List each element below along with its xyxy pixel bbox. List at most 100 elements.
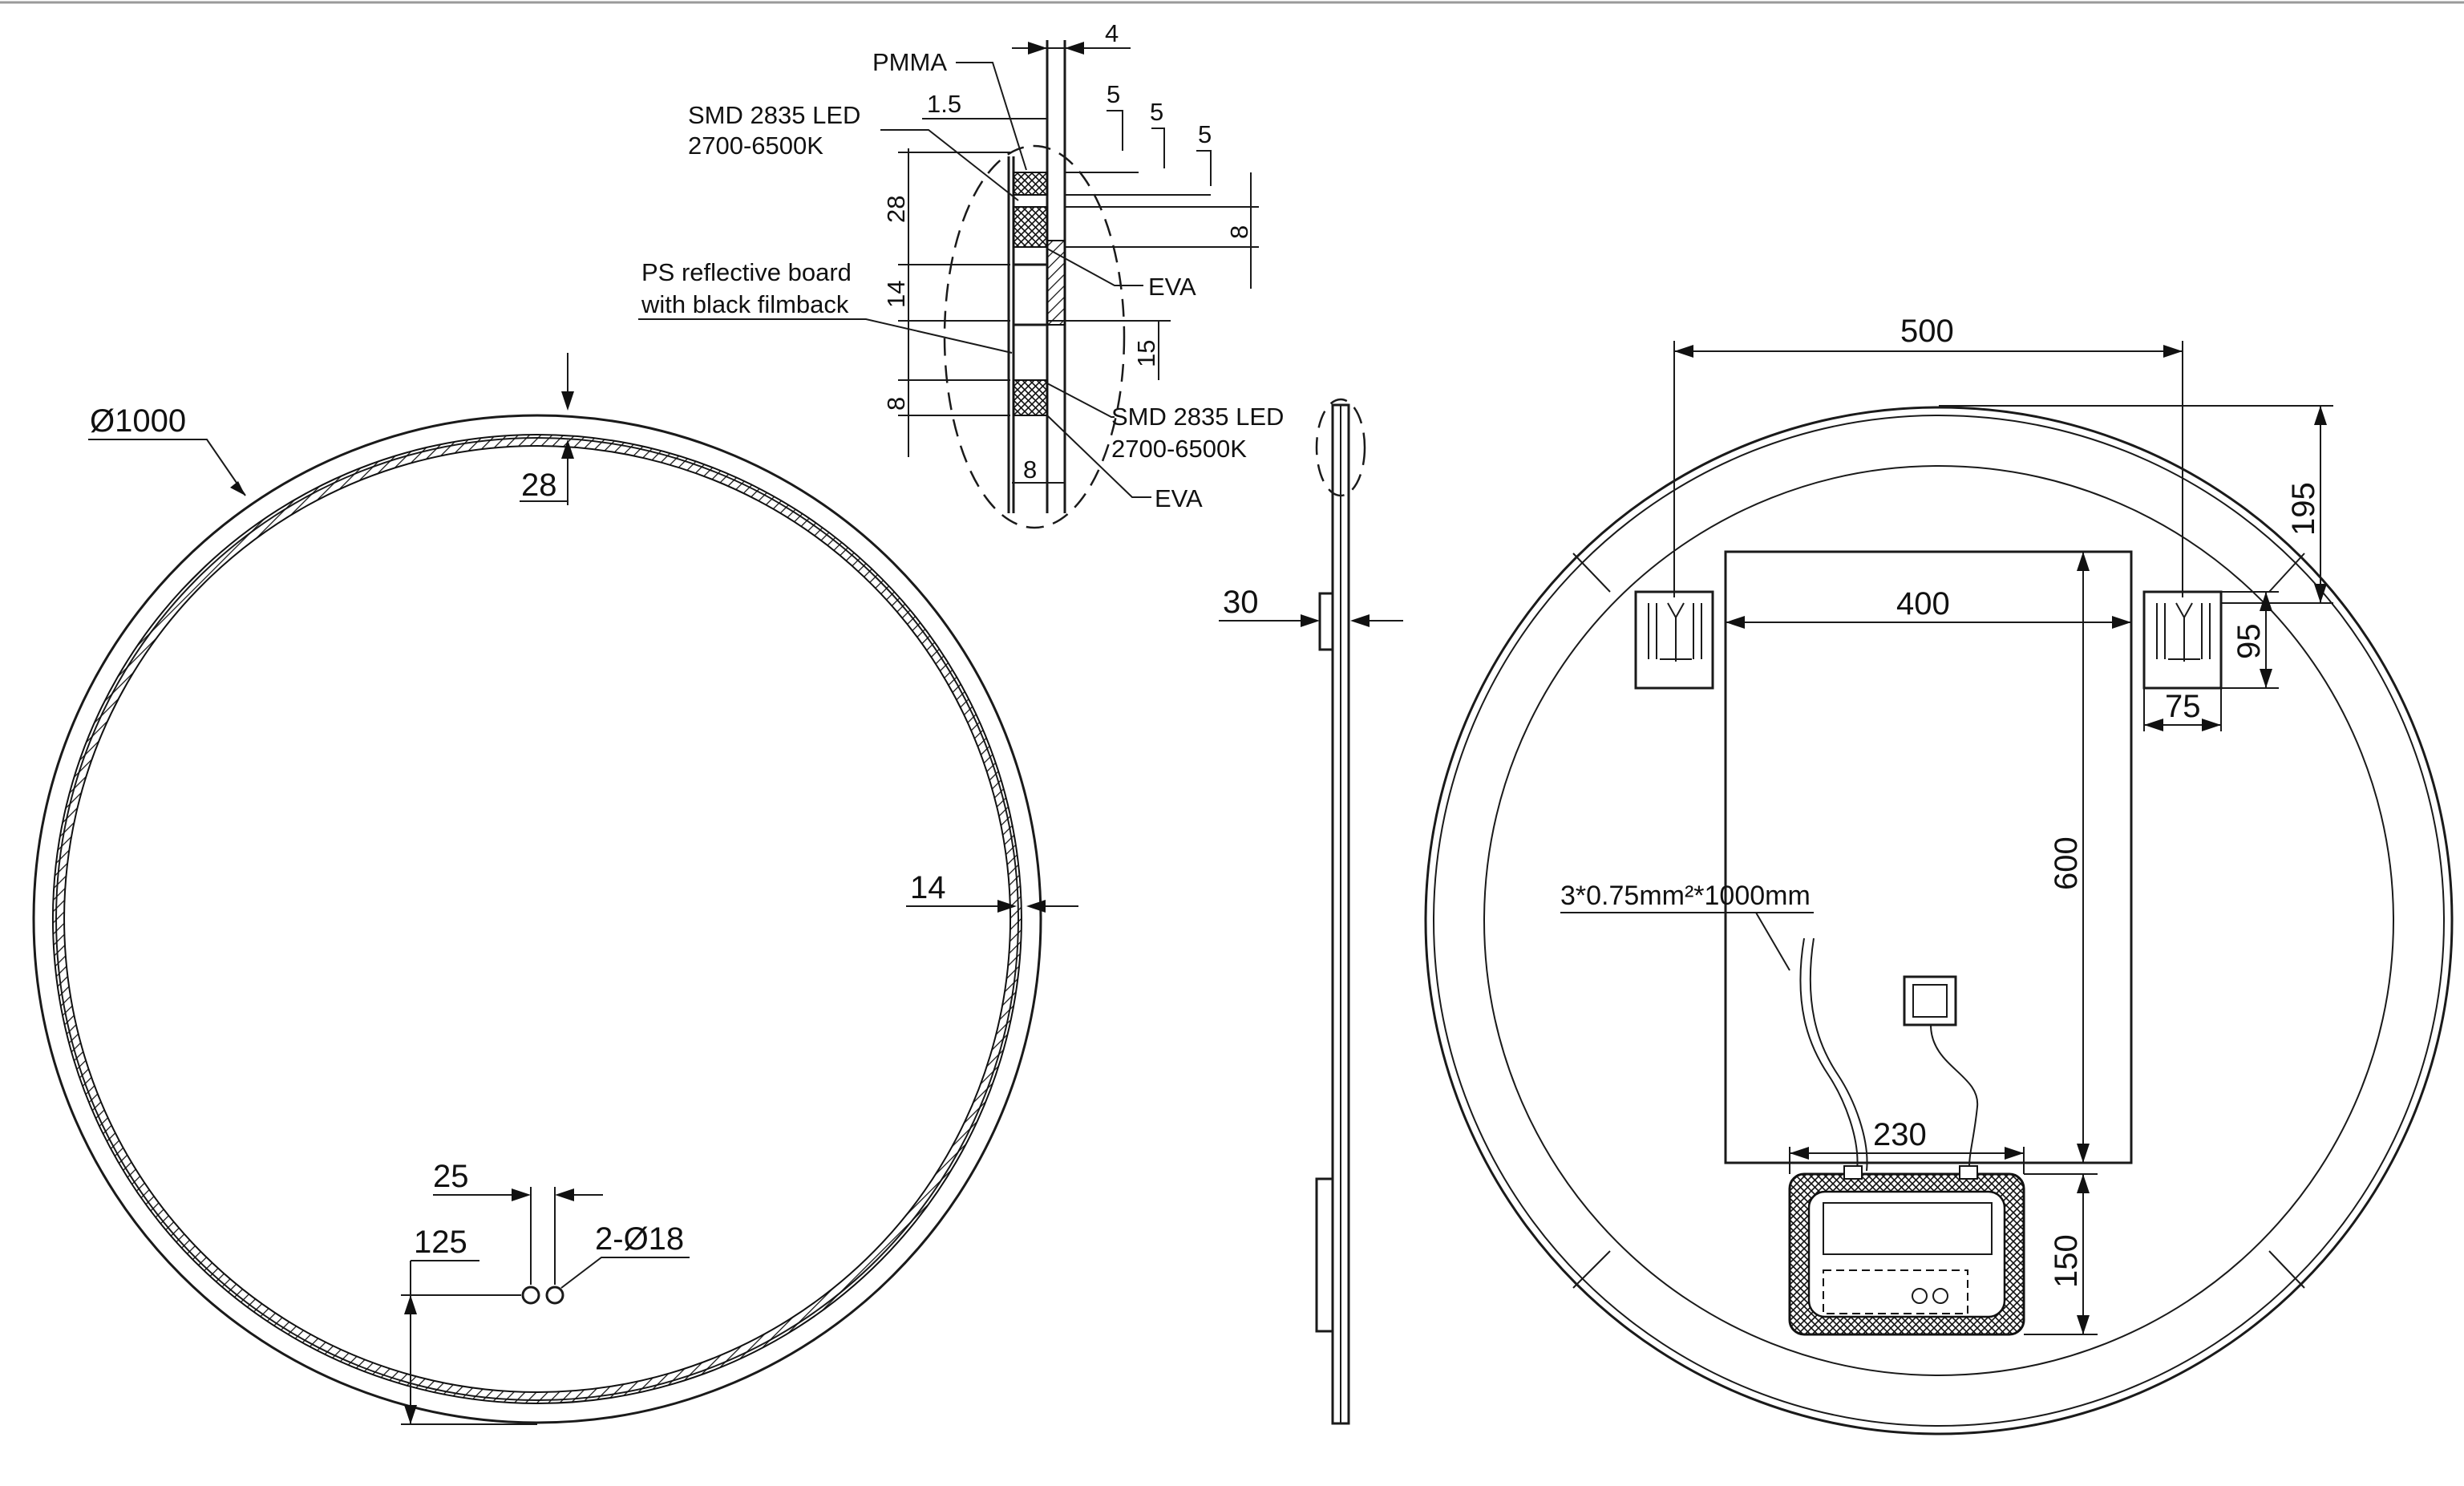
pmma-block bbox=[1013, 172, 1048, 196]
board-line1: PS reflective board bbox=[641, 258, 852, 286]
led-top-leader bbox=[880, 129, 1019, 201]
dim5b-leader bbox=[1151, 128, 1165, 168]
dim4-label: 4 bbox=[1105, 19, 1119, 47]
hole-spacing-arrow-2 bbox=[555, 1188, 574, 1201]
mirror-outer-circle bbox=[32, 414, 1042, 1424]
driver-button-2 bbox=[1932, 1288, 1948, 1304]
detail-boundary bbox=[943, 144, 1126, 529]
driver-button-1 bbox=[1912, 1288, 1928, 1304]
bracket-top-label: 195 bbox=[2286, 482, 2321, 536]
ring-width-arrow-2 bbox=[1026, 900, 1046, 913]
bracket-top-arrow-2 bbox=[2314, 584, 2327, 603]
bracket-left bbox=[1634, 590, 1714, 690]
driver-height-label: 150 bbox=[2049, 1234, 2084, 1288]
depth-arrow-1 bbox=[1301, 614, 1320, 627]
pmma-leader bbox=[956, 62, 1027, 171]
ring-width-label: 14 bbox=[910, 870, 946, 905]
panel-width-arrow-1 bbox=[1726, 616, 1745, 629]
front-view: Ø1000 28 14 25 2-Ø18 125 bbox=[32, 353, 1078, 1425]
driver-port-2 bbox=[1959, 1165, 1978, 1180]
led-light-ring bbox=[52, 434, 1022, 1404]
upper-eva-strip bbox=[1046, 240, 1066, 326]
lower-led-block bbox=[1013, 379, 1048, 416]
eva-lower-leader bbox=[1046, 415, 1151, 498]
eva-upper-leader bbox=[1046, 248, 1143, 286]
dim4-arrow-2 bbox=[1065, 42, 1084, 55]
dim8b-label: 8 bbox=[1023, 456, 1037, 484]
hole-height-arrow-2 bbox=[404, 1405, 417, 1424]
upper-led-block bbox=[1013, 206, 1048, 248]
board-leader bbox=[638, 318, 1013, 354]
top-offset-arrow-1 bbox=[561, 391, 574, 411]
panel-height-arrow-1 bbox=[2077, 552, 2090, 571]
driver-width-label: 230 bbox=[1873, 1117, 1927, 1152]
dim1-5-label: 1.5 bbox=[927, 90, 961, 118]
bracket-width-arrow-2 bbox=[2202, 719, 2221, 731]
dim5a-leader bbox=[1107, 110, 1123, 151]
panel-height-label: 600 bbox=[2049, 836, 2084, 890]
hole-height-label: 125 bbox=[414, 1225, 467, 1260]
led-top-line2: 2700-6500K bbox=[688, 132, 823, 160]
depth-arrow-2 bbox=[1350, 614, 1370, 627]
dim5c-label: 5 bbox=[1198, 120, 1212, 148]
bracket-height-arrow-1 bbox=[2260, 592, 2272, 611]
panel-width-arrow-2 bbox=[2112, 616, 2131, 629]
dim8l-label: 8 bbox=[882, 397, 910, 411]
driver-height-arrow-2 bbox=[2077, 1315, 2090, 1334]
pmma-label: PMMA bbox=[872, 48, 947, 76]
dim5a-label: 5 bbox=[1107, 80, 1120, 108]
eva-upper-label: EVA bbox=[1148, 273, 1196, 301]
driver-port-1 bbox=[1843, 1165, 1863, 1180]
dim8r-label: 8 bbox=[1225, 225, 1253, 239]
bracket-spacing-arrow-2 bbox=[2163, 345, 2183, 358]
diameter-arrow bbox=[230, 481, 245, 496]
board-line2: with black filmback bbox=[641, 290, 849, 318]
touch-sensor-inner bbox=[1912, 984, 1948, 1018]
side-bracket bbox=[1318, 592, 1334, 651]
section-detail: PMMA 4 1.5 5 5 5 8 28 14 8 bbox=[638, 19, 1284, 529]
top-offset-arrow-2 bbox=[561, 439, 574, 459]
led-bottom-leader bbox=[1046, 383, 1115, 418]
depth-label: 30 bbox=[1223, 585, 1259, 620]
side-view: 30 bbox=[1219, 398, 1403, 1425]
side-driver bbox=[1315, 1177, 1334, 1333]
rim-tick-1 bbox=[1572, 553, 1611, 593]
bracket-spacing-label: 500 bbox=[1900, 314, 1954, 349]
bracket-width-arrow-1 bbox=[2144, 719, 2163, 731]
panel-width-label: 400 bbox=[1896, 586, 1950, 622]
holes-label: 2-Ø18 bbox=[595, 1221, 684, 1257]
back-outer-circle bbox=[1424, 406, 2454, 1435]
back-inner-circle bbox=[1483, 465, 2394, 1376]
panel-height-arrow-2 bbox=[2077, 1144, 2090, 1163]
rim-tick-2 bbox=[2268, 553, 2305, 593]
top-offset-label: 28 bbox=[521, 468, 557, 503]
eva-lower-label: EVA bbox=[1155, 484, 1203, 512]
diameter-label: Ø1000 bbox=[90, 403, 186, 439]
cable-wire-1 bbox=[1799, 937, 1859, 1172]
driver-width-arrow-2 bbox=[2005, 1147, 2024, 1160]
diameter-leader bbox=[88, 439, 246, 496]
led-top-line1: SMD 2835 LED bbox=[688, 101, 860, 129]
hole-height-arrow-1 bbox=[404, 1295, 417, 1314]
led-bottom-line1: SMD 2835 LED bbox=[1111, 403, 1284, 431]
hole-spacing-label: 25 bbox=[433, 1159, 469, 1194]
rim-tick-3 bbox=[1572, 1250, 1611, 1289]
holes-leader bbox=[560, 1257, 690, 1289]
rear-panel bbox=[1724, 550, 2133, 1164]
bracket-width-label: 75 bbox=[2165, 689, 2201, 724]
hole-spacing-arrow-1 bbox=[512, 1188, 531, 1201]
cable-spec-label: 3*0.75mm²*1000mm bbox=[1560, 881, 1811, 911]
bracket-spacing-arrow-1 bbox=[1674, 345, 1693, 358]
bracket-right bbox=[2142, 590, 2223, 690]
dim15-label: 15 bbox=[1132, 340, 1160, 367]
cable-wire-2 bbox=[1809, 937, 1868, 1172]
sensor-wire bbox=[1930, 1024, 1979, 1172]
dim28-label: 28 bbox=[882, 196, 910, 223]
driver-display-panel bbox=[1823, 1202, 1993, 1255]
driver-width-arrow-1 bbox=[1790, 1147, 1809, 1160]
mounting-hole-left bbox=[521, 1286, 540, 1305]
dim5b-label: 5 bbox=[1150, 98, 1163, 126]
led-bottom-line2: 2700-6500K bbox=[1111, 435, 1247, 463]
driver-height-arrow-1 bbox=[2077, 1174, 2090, 1193]
back-rim-circle bbox=[1433, 415, 2445, 1427]
